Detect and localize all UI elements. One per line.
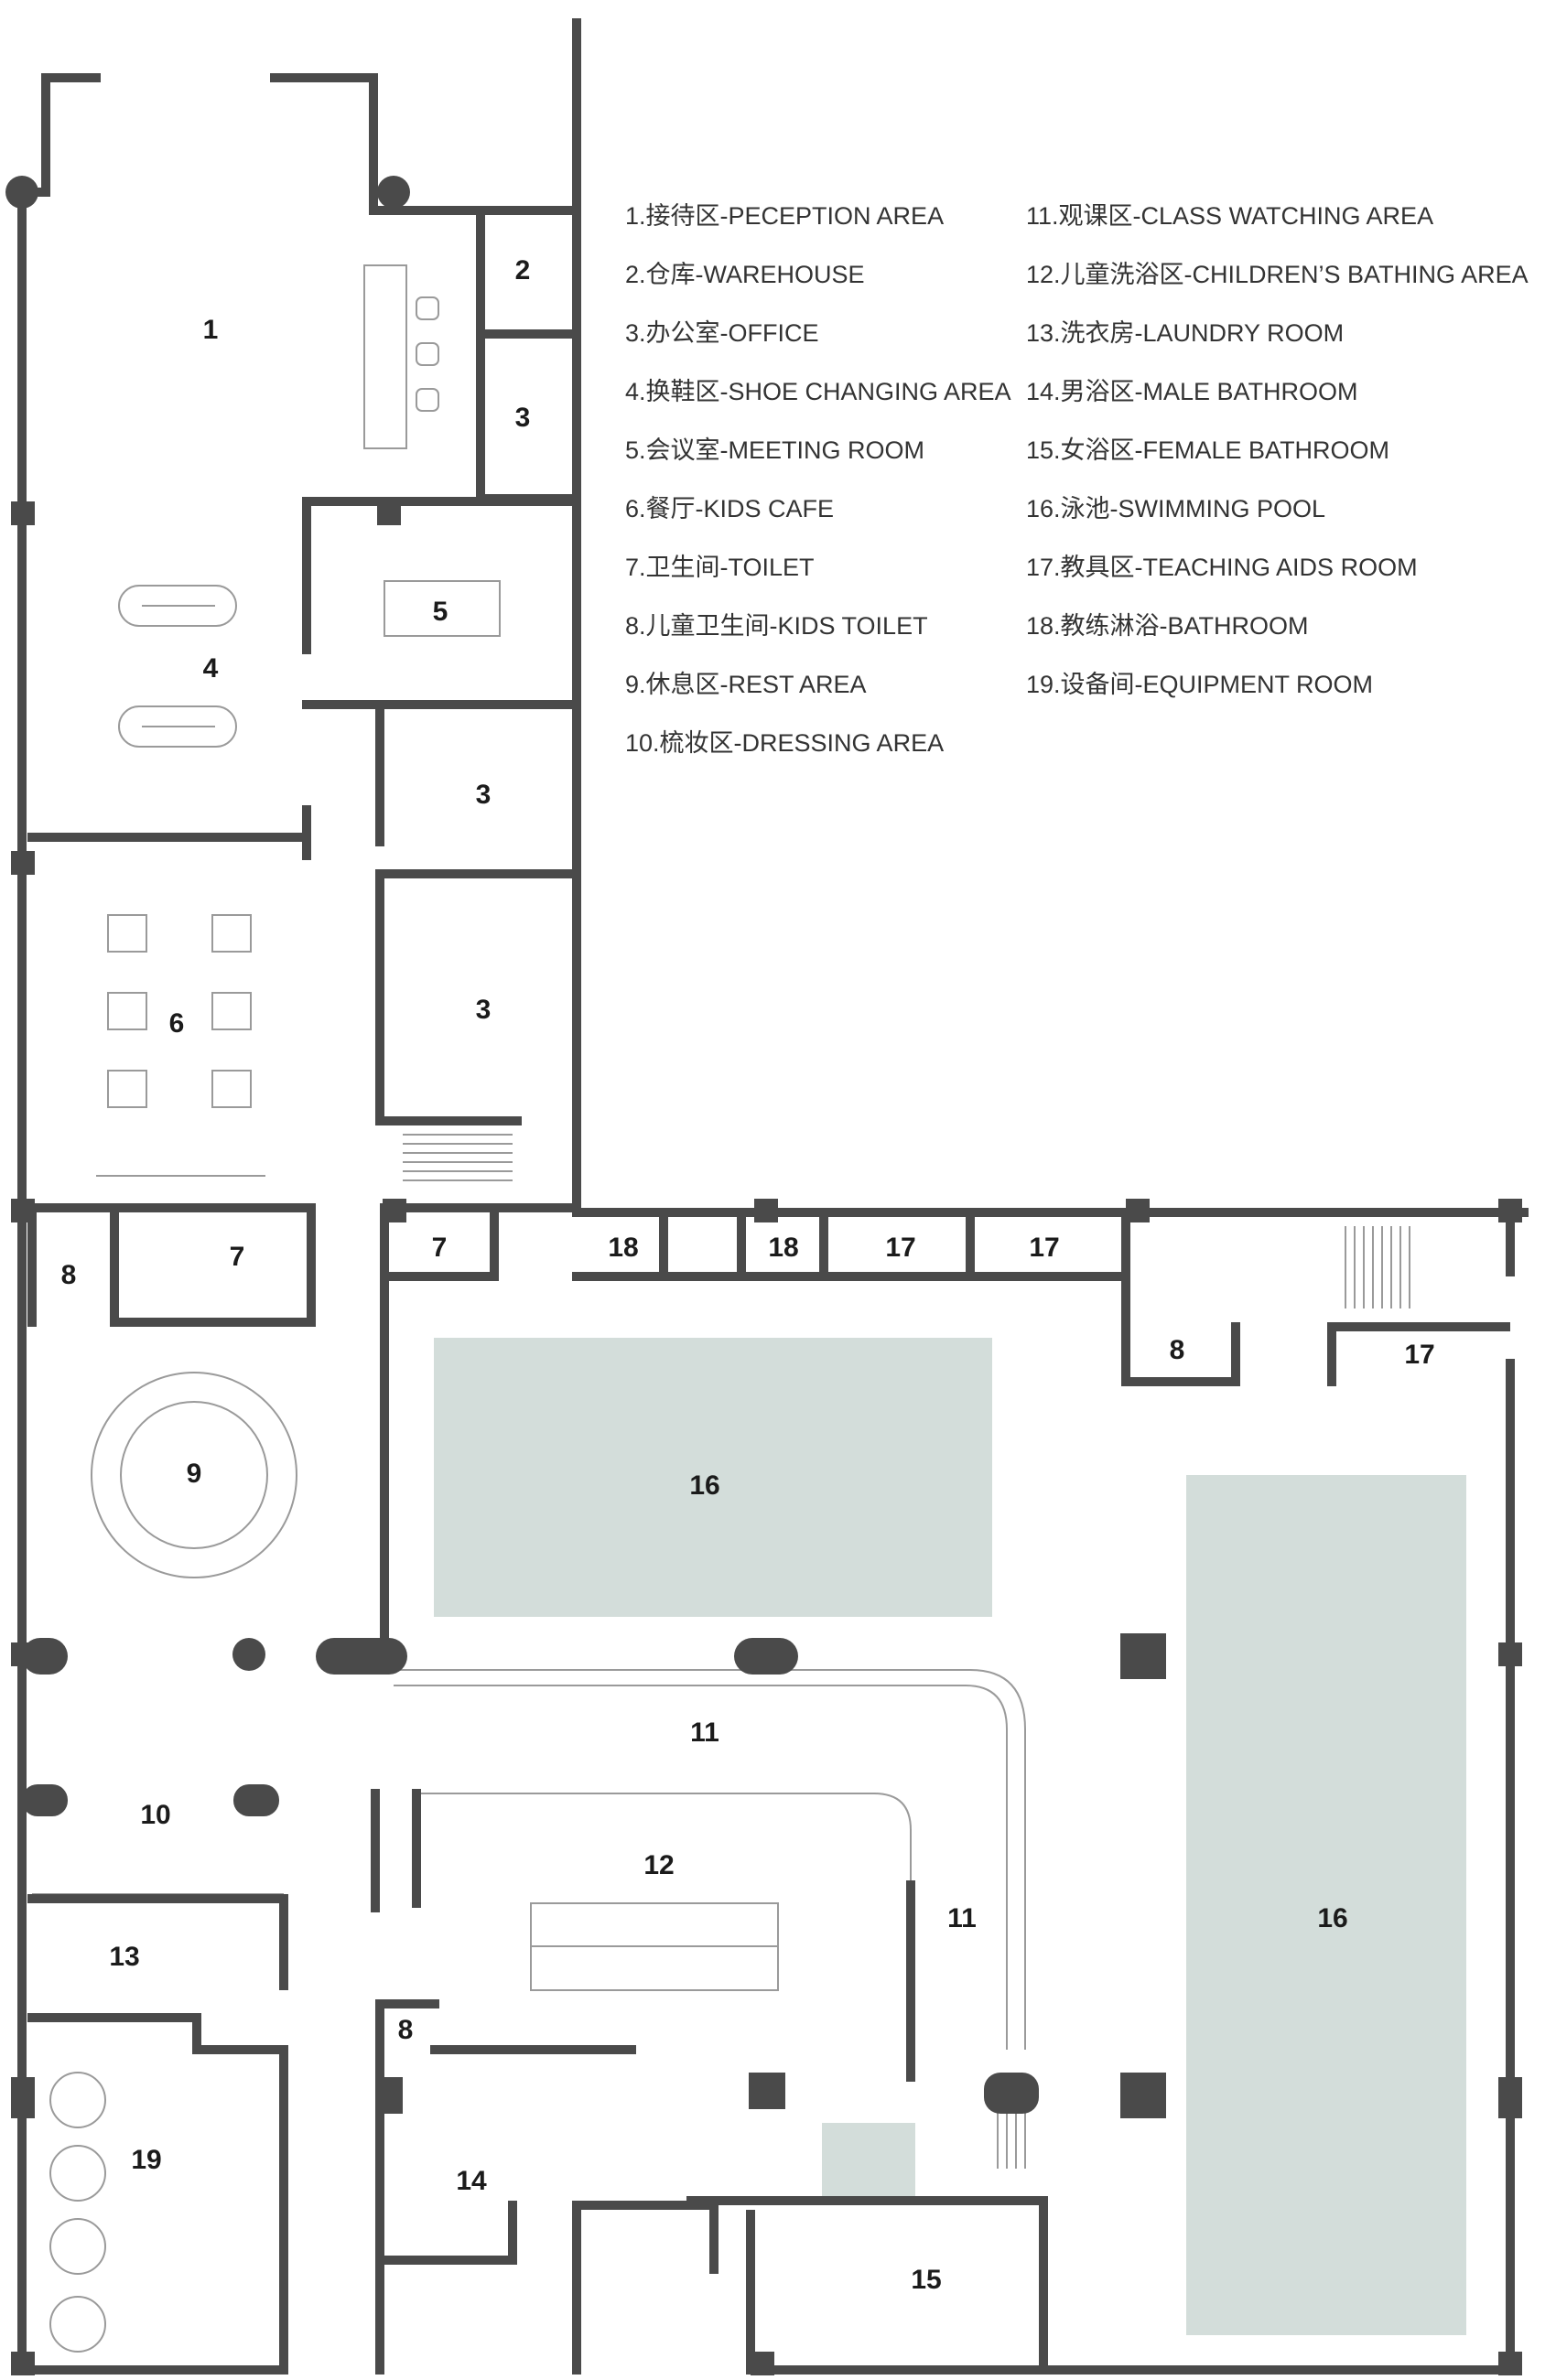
room-label-18: 18 [768,1233,798,1263]
room-label-4: 4 [203,653,219,684]
legend-item-6: 6.餐厅-KIDS CAFE [625,495,834,522]
reception-counter [363,264,407,449]
room-label-10: 10 [140,1800,170,1830]
legend: 1.接待区-PECEPTION AREA 2.仓库-WAREHOUSE 3.办公… [625,202,1529,757]
room-label-14: 14 [456,2166,487,2196]
room-label-12: 12 [643,1850,674,1880]
room-label-15: 15 [911,2265,941,2295]
room-labels: 1 2 3 4 5 3 6 3 7 7 8 18 18 17 17 8 17 9… [61,255,1435,2295]
legend-item-13: 13.洗衣房-LAUNDRY ROOM [1026,319,1344,347]
pools [434,1338,1466,2335]
shoe-bench [118,585,237,627]
room-label-16: 16 [1317,1903,1347,1933]
swimming-pool-large [1186,1475,1466,2335]
reception-chair [416,296,439,320]
pillars [5,176,1522,2375]
legend-item-3: 3.办公室-OFFICE [625,319,819,347]
legend-item-16: 16.泳池-SWIMMING POOL [1026,495,1325,522]
room-label-7: 7 [432,1233,448,1263]
room-label-7: 7 [230,1242,245,1272]
legend-item-14: 14.男浴区-MALE BATHROOM [1026,378,1358,405]
legend-item-18: 18.教练淋浴-BATHROOM [1026,612,1309,640]
legend-item-1: 1.接待区-PECEPTION AREA [625,202,944,230]
furniture [32,264,1410,2353]
rest-area-sofa [91,1372,297,1578]
reception-chair [416,388,439,412]
reception-chair [416,342,439,366]
room-label-5: 5 [433,597,448,627]
legend-item-2: 2.仓库-WAREHOUSE [625,261,865,288]
room-label-9: 9 [187,1459,202,1489]
room-label-8: 8 [1170,1335,1185,1365]
room-label-17: 17 [1404,1340,1434,1370]
pool-steps-area [822,2123,915,2201]
room-label-3: 3 [476,780,492,810]
legend-item-9: 9.休息区-REST AREA [625,671,867,698]
room-label-13: 13 [109,1942,139,1972]
legend-item-4: 4.换鞋区-SHOE CHANGING AREA [625,378,1011,405]
room-label-8: 8 [398,2015,414,2045]
legend-item-12: 12.儿童洗浴区-CHILDREN’S BATHING AREA [1026,261,1529,288]
room-label-3: 3 [515,403,531,433]
room-label-6: 6 [169,1008,185,1039]
shoe-bench [118,705,237,748]
room-label-19: 19 [131,2145,161,2175]
room-label-2: 2 [515,255,531,285]
room-label-17: 17 [885,1233,915,1263]
legend-item-15: 15.女浴区-FEMALE BATHROOM [1026,436,1389,464]
meeting-table [384,580,501,637]
legend-item-19: 19.设备间-EQUIPMENT ROOM [1026,671,1373,698]
legend-item-7: 7.卫生间-TOILET [625,554,815,581]
room-label-8: 8 [61,1260,77,1290]
room-label-3: 3 [476,995,492,1025]
legend-item-11: 11.观课区-CLASS WATCHING AREA [1026,202,1433,230]
room-label-11: 11 [947,1903,977,1933]
legend-item-8: 8.儿童卫生间-KIDS TOILET [625,612,928,640]
room-label-11: 11 [690,1718,719,1748]
legend-item-5: 5.会议室-MEETING ROOM [625,436,924,464]
swimming-pool-small [434,1338,992,1617]
room-label-1: 1 [203,315,219,345]
room-label-17: 17 [1029,1233,1059,1263]
room-label-18: 18 [608,1233,638,1263]
legend-item-17: 17.教具区-TEACHING AIDS ROOM [1026,554,1418,581]
legend-item-10: 10.梳妆区-DRESSING AREA [625,729,944,757]
room-label-16: 16 [689,1470,719,1501]
